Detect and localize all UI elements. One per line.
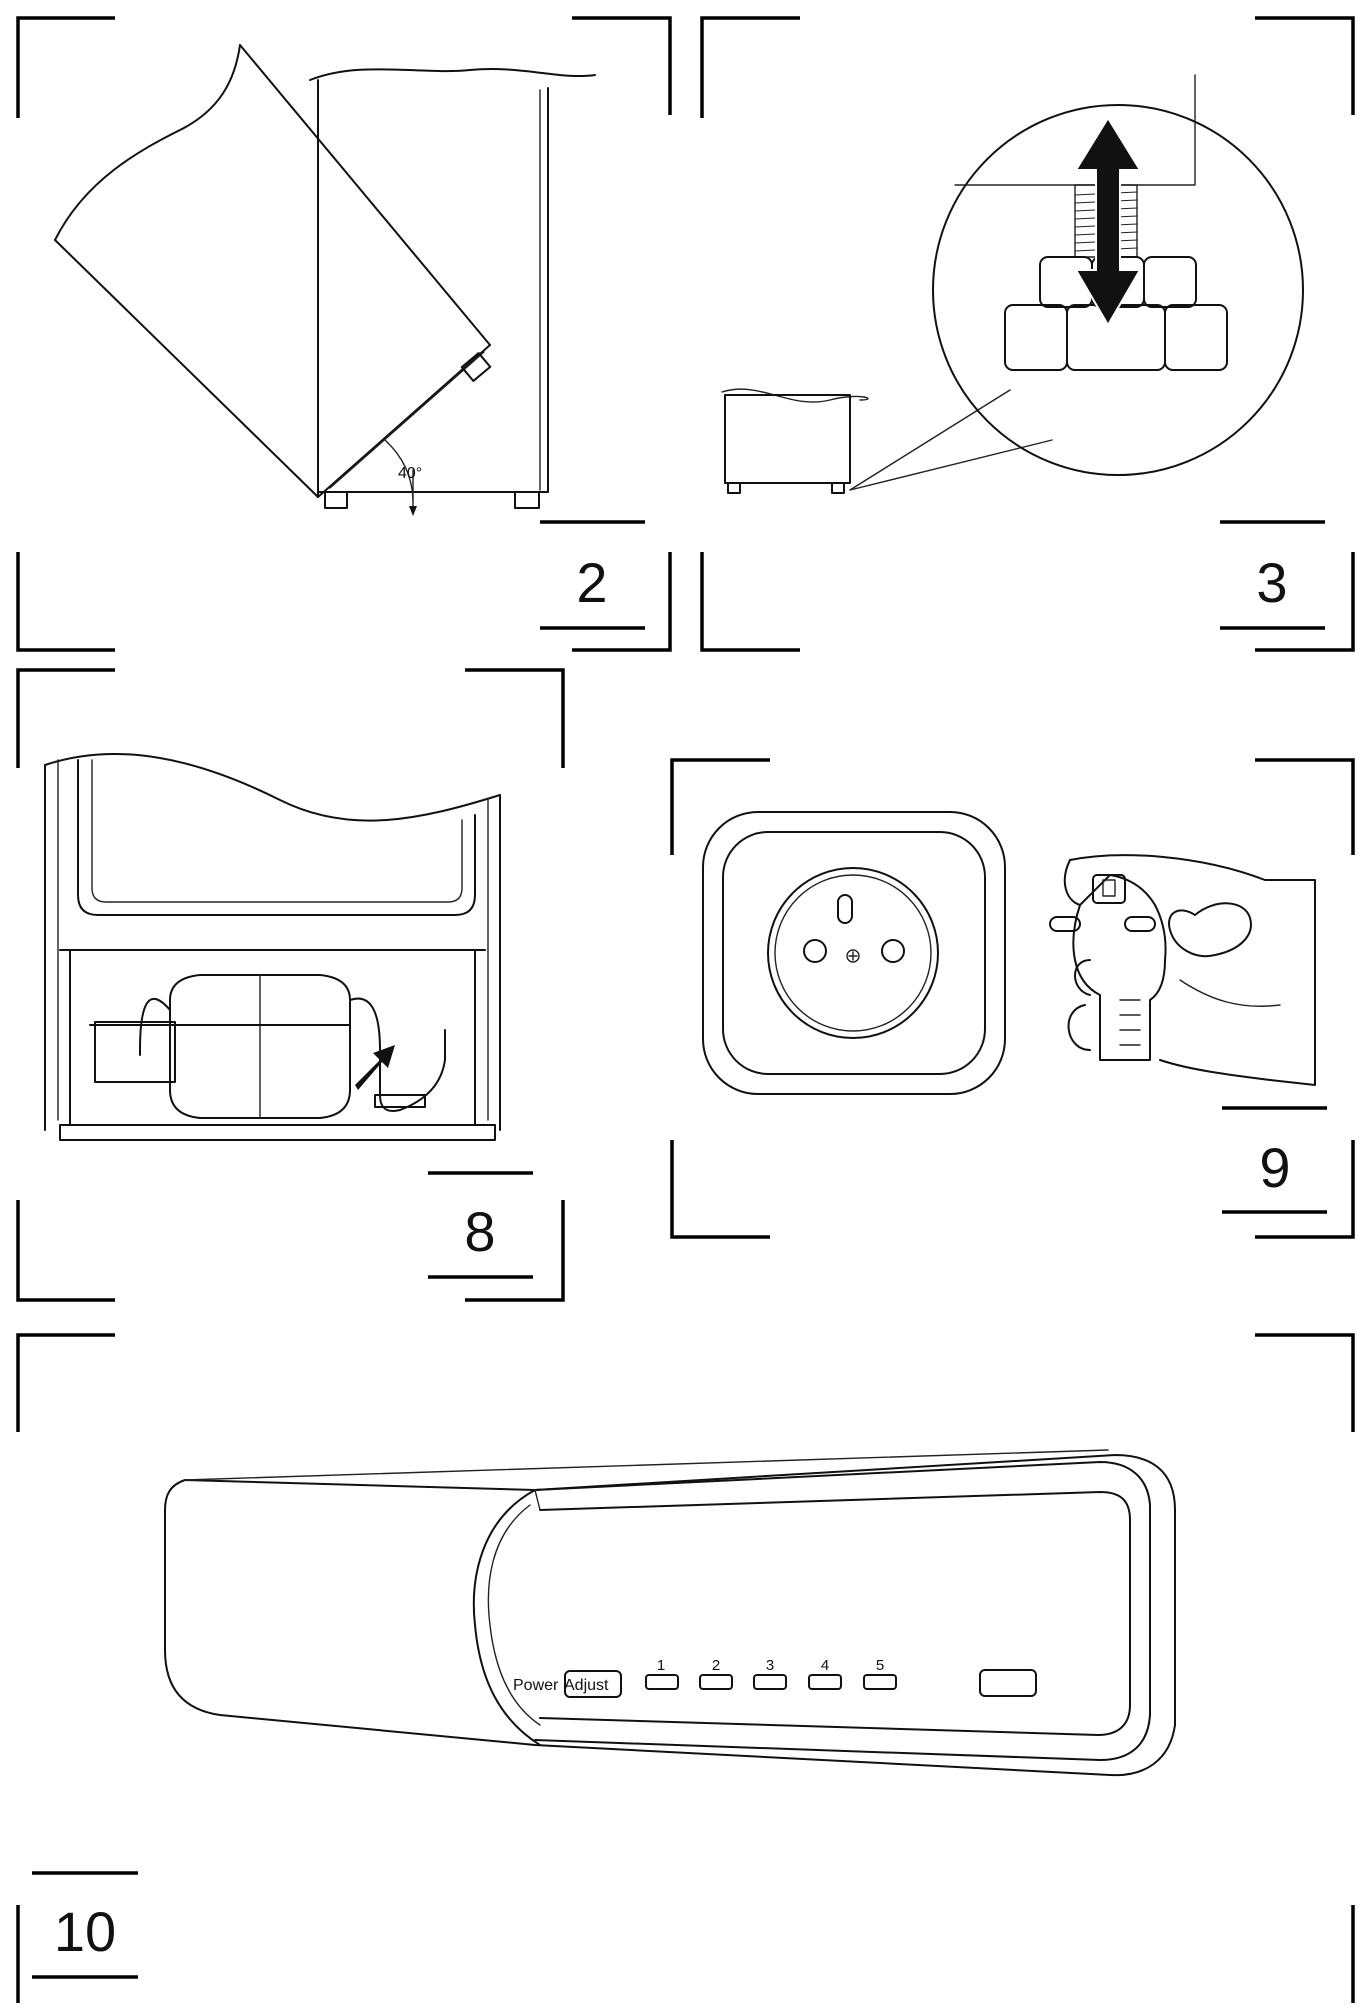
corner-bracket (700, 16, 800, 118)
control-panel-illustration: Power Adjust 1 2 3 4 5 (164, 1449, 1176, 1777)
foot-zoom-detail (932, 74, 1304, 476)
tilted-fridge-illustration (54, 44, 492, 498)
figure-number: 10 (54, 1900, 116, 1963)
svg-text:2: 2 (712, 1657, 720, 1674)
figure-number: 9 (1259, 1136, 1290, 1199)
corner-bracket (465, 668, 565, 768)
figure-9: 9 (670, 758, 1355, 1239)
corner-bracket (572, 552, 672, 652)
wall-socket-illustration (702, 811, 1006, 1095)
corner-bracket (1255, 758, 1355, 855)
adjust-button[interactable] (564, 1670, 622, 1698)
corner-bracket (1255, 1333, 1355, 1432)
level-indicator: 3 (753, 1657, 787, 1690)
plug-in-hand-illustration (1049, 854, 1316, 1086)
figure-number: 3 (1256, 551, 1287, 614)
level-indicator: 2 (699, 1657, 733, 1690)
figure-number: 2 (576, 551, 607, 614)
figure-3: 3 (700, 16, 1355, 652)
figure-number: 8 (464, 1200, 495, 1263)
corner-bracket (1255, 16, 1355, 115)
corner-bracket (670, 1140, 770, 1239)
fridge-back-compressor-illustration (44, 752, 501, 1141)
power-label: Power (513, 1677, 559, 1694)
double-arrow-icon (1074, 116, 1142, 327)
figure-8: 8 (16, 668, 565, 1302)
level-indicator: 5 (863, 1657, 897, 1690)
corner-bracket (16, 1200, 115, 1302)
figure-10: 10 Power Adjust 1 2 3 (16, 1333, 1355, 2003)
corner-bracket (16, 552, 115, 652)
svg-text:4: 4 (821, 1657, 829, 1674)
svg-text:5: 5 (876, 1657, 884, 1674)
svg-text:3: 3 (766, 1657, 774, 1674)
corner-bracket (572, 16, 672, 115)
corner-bracket (670, 758, 770, 855)
panel-button[interactable] (979, 1669, 1037, 1697)
figure-2: 2 40° (16, 16, 672, 652)
corner-bracket (16, 16, 115, 118)
level-indicator: 1 (645, 1657, 679, 1690)
corner-bracket (1255, 552, 1355, 652)
angle-label: 40° (398, 465, 422, 482)
level-indicator: 4 (808, 1657, 842, 1690)
adjust-label: Adjust (564, 1677, 609, 1694)
upright-fridge-illustration (309, 67, 596, 509)
corner-bracket (16, 668, 115, 768)
small-fridge-illustration (721, 388, 869, 494)
svg-text:1: 1 (657, 1657, 665, 1674)
corner-bracket (1255, 1140, 1355, 1239)
pointer-arrow-icon (355, 1045, 395, 1090)
corner-bracket (700, 552, 800, 652)
corner-bracket (465, 1200, 565, 1302)
corner-bracket (16, 1333, 115, 1432)
